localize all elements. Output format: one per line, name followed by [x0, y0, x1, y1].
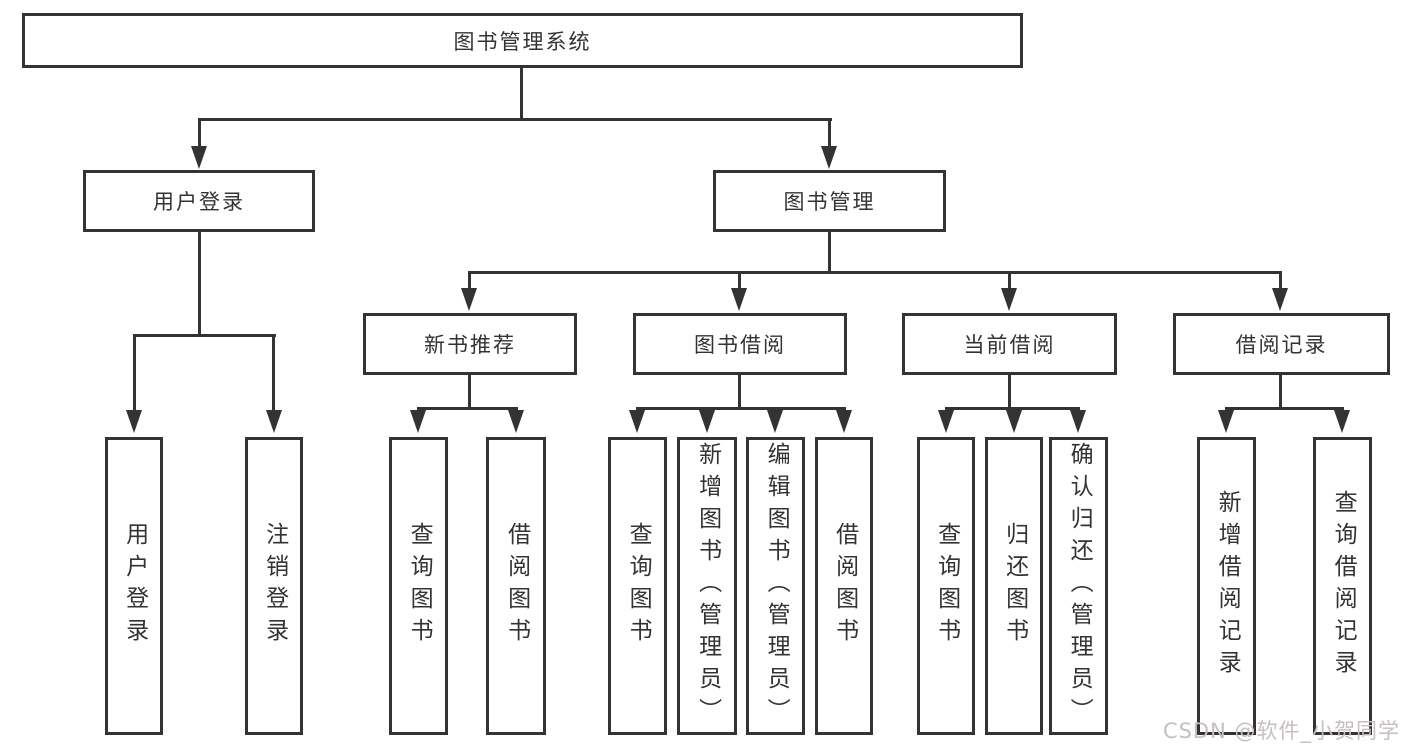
arrowhead-down-icon [629, 410, 645, 433]
leaf-logout: 注销登录 [245, 437, 303, 735]
node-current-borrow-label: 当前借阅 [963, 333, 1056, 357]
arrowhead-down-icon [767, 410, 783, 433]
leaf-borrow-add-book-admin: 新增图书（管理员） [677, 437, 737, 735]
leaf-rec-query-book-label: 查询图书 [406, 522, 433, 650]
node-book-management: 图书管理 [713, 170, 946, 232]
connector [198, 118, 201, 148]
leaf-borrow-edit-book-admin: 编辑图书（管理员） [746, 437, 805, 735]
leaf-records-query-record-label: 查询借阅记录 [1330, 490, 1357, 682]
arrowhead-down-icon [1272, 288, 1288, 311]
arrowhead-down-icon [410, 410, 426, 433]
node-root-label: 图书管理系统 [453, 29, 592, 54]
leaf-current-confirm-return-admin-label: 确认归还（管理员） [1066, 442, 1093, 730]
connector [198, 118, 832, 121]
arrowhead-down-icon [1334, 410, 1350, 433]
leaf-rec-borrow-book: 借阅图书 [486, 437, 546, 735]
arrowhead-down-icon [266, 410, 282, 433]
leaf-current-return-book-label: 归还图书 [1001, 522, 1028, 650]
leaf-current-query-book: 查询图书 [917, 437, 975, 735]
leaf-borrow-query-book: 查询图书 [608, 437, 667, 735]
node-current-borrow: 当前借阅 [902, 313, 1117, 375]
arrowhead-down-icon [191, 146, 207, 169]
leaf-borrow-add-book-admin-label: 新增图书（管理员） [694, 442, 721, 730]
arrowhead-down-icon [1070, 410, 1086, 433]
connector [828, 232, 831, 274]
connector [1225, 407, 1344, 410]
connector [945, 407, 1080, 410]
node-new-book-recommend-label: 新书推荐 [424, 333, 516, 357]
arrowhead-down-icon [938, 410, 954, 433]
leaf-user-login: 用户登录 [105, 437, 163, 735]
node-borrow-records-label: 借阅记录 [1235, 333, 1328, 357]
connector [1008, 375, 1011, 409]
leaf-borrow-edit-book-admin-label: 编辑图书（管理员） [763, 442, 790, 730]
connector [738, 271, 741, 289]
leaf-records-query-record: 查询借阅记录 [1313, 437, 1372, 735]
csdn-watermark: CSDN @软件_小贺同学 [1162, 719, 1400, 743]
connector [1008, 271, 1011, 289]
arrowhead-down-icon [126, 410, 142, 433]
connector [417, 407, 518, 410]
connector [1279, 375, 1282, 409]
leaf-current-query-book-label: 查询图书 [933, 522, 960, 650]
node-new-book-recommend: 新书推荐 [363, 313, 577, 375]
leaf-rec-borrow-book-label: 借阅图书 [503, 522, 530, 650]
node-borrow-records: 借阅记录 [1173, 313, 1390, 375]
leaf-records-add-record-label: 新增借阅记录 [1214, 490, 1241, 682]
node-book-borrow: 图书借阅 [633, 313, 847, 375]
arrowhead-down-icon [836, 410, 852, 433]
arrowhead-down-icon [731, 288, 747, 311]
connector [738, 375, 741, 409]
arrowhead-down-icon [1001, 288, 1017, 311]
connector [828, 118, 831, 148]
connector [469, 271, 1282, 274]
connector [468, 375, 471, 409]
node-user-login-label: 用户登录 [153, 190, 245, 214]
connector [520, 66, 523, 120]
arrowhead-down-icon [821, 146, 837, 169]
leaf-rec-query-book: 查询图书 [389, 437, 448, 735]
connector [636, 407, 846, 410]
connector [133, 334, 136, 412]
leaf-borrow-borrow-book: 借阅图书 [815, 437, 873, 735]
leaf-borrow-query-book-label: 查询图书 [625, 522, 652, 650]
leaf-logout-label: 注销登录 [261, 522, 288, 650]
connector [198, 232, 201, 337]
connector [1279, 271, 1282, 289]
node-book-borrow-label: 图书借阅 [694, 333, 786, 357]
node-book-management-label: 图书管理 [783, 190, 876, 214]
leaf-current-confirm-return-admin: 确认归还（管理员） [1049, 437, 1108, 735]
node-root: 图书管理系统 [22, 13, 1023, 68]
arrowhead-down-icon [1218, 410, 1234, 433]
arrowhead-down-icon [699, 410, 715, 433]
arrowhead-down-icon [508, 410, 524, 433]
leaf-borrow-borrow-book-label: 借阅图书 [831, 522, 858, 650]
node-user-login: 用户登录 [83, 170, 315, 232]
leaf-current-return-book: 归还图书 [985, 437, 1043, 735]
arrowhead-down-icon [461, 288, 477, 311]
leaf-records-add-record: 新增借阅记录 [1197, 437, 1256, 735]
arrowhead-down-icon [1006, 410, 1022, 433]
leaf-user-login-label: 用户登录 [121, 522, 148, 650]
connector [468, 271, 471, 289]
connector [133, 334, 276, 337]
connector [272, 334, 275, 412]
